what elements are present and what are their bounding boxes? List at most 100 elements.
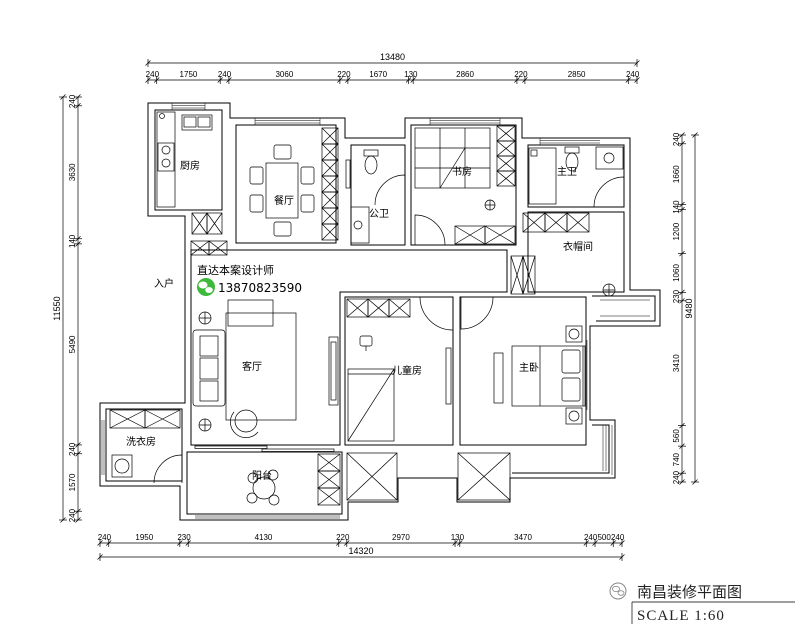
room-label-kitchen: 厨房	[180, 159, 200, 172]
sofa-cushion	[199, 335, 219, 357]
dimension-label: 220	[337, 70, 351, 79]
kitchen-wall-inner	[154, 109, 223, 211]
stove	[157, 142, 175, 172]
room-label-living: 客厅	[242, 360, 262, 373]
dimension-label: 4130	[255, 533, 273, 542]
kids-bed-diagonal	[347, 368, 395, 442]
study-cabinet	[484, 225, 516, 245]
study-bookcase-outline	[496, 170, 516, 187]
washing-machine	[111, 454, 133, 478]
balcony-table	[252, 476, 276, 500]
room-label-kids-room: 儿童房	[392, 364, 422, 377]
nightstand	[565, 325, 583, 343]
dimension-label: 1950	[135, 533, 153, 542]
laundry-wall-inner	[105, 408, 183, 482]
study-wall-inner	[410, 124, 517, 246]
shower-valve	[530, 149, 538, 157]
dimension-label: 240	[68, 94, 77, 108]
laundry-door	[153, 454, 183, 484]
dimension-label: 240	[672, 132, 681, 146]
room-label-laundry: 洗衣房	[126, 435, 156, 448]
wechat-icon	[197, 278, 215, 296]
lamp-icon	[568, 410, 580, 422]
balcony-cabinet	[317, 487, 341, 506]
study-bookcase-cross	[496, 125, 516, 142]
kitchen-cabinet	[206, 212, 223, 235]
sliding-door	[194, 445, 335, 452]
wechat-bubble	[198, 281, 208, 289]
dining-chair	[300, 166, 315, 185]
balcony-cabinet-cross	[317, 470, 341, 489]
dining-cabinet-cross	[321, 127, 339, 145]
side-table-cross	[199, 419, 211, 431]
dimension-label: 140	[68, 234, 77, 248]
dimension-label: 3470	[514, 533, 532, 542]
side-table-cross	[199, 312, 211, 324]
closet-projection-inner	[592, 295, 656, 322]
dimension-total-label: 11550	[52, 296, 62, 320]
dimension-label: 240	[68, 508, 77, 522]
dimension-label: 140	[672, 200, 681, 214]
dimension-label: 2970	[392, 533, 410, 542]
dimension-label: 130	[451, 533, 465, 542]
room-labels: 厨房 餐厅 公卫 书房 主卫 衣帽间 入户 客厅 儿童房 主卧 洗衣房 阳台	[126, 159, 593, 482]
dimension-label: 1670	[369, 70, 387, 79]
lamp-icon	[568, 328, 580, 340]
kids-wardrobe	[388, 298, 411, 318]
kids-tv	[445, 347, 452, 405]
room-label-master-bath: 主卫	[557, 166, 577, 178]
footer-rule	[631, 601, 795, 624]
dining-cabinet-cross	[321, 191, 339, 209]
footer-source: 南昌装修平面图	[637, 583, 742, 601]
guest-bath-door	[374, 174, 406, 206]
hall-cabinet	[522, 255, 536, 295]
kids-wardrobe-cross	[388, 298, 411, 318]
balcony-furniture	[246, 469, 280, 506]
master-bed	[511, 345, 586, 407]
bay-window-box	[457, 452, 511, 501]
armchair-back	[230, 411, 259, 438]
ottoman	[227, 299, 274, 327]
bay-window-box-cross	[457, 452, 511, 501]
dimension-label: 3060	[275, 70, 293, 79]
laundry-cabinet	[144, 409, 181, 429]
kids-wardrobe-outline	[388, 298, 411, 318]
dimension-label: 2850	[568, 70, 586, 79]
balcony-cabinet	[317, 453, 341, 472]
dining-chair	[273, 144, 292, 160]
kids-room-furniture	[347, 335, 452, 442]
balcony-wall-inner	[186, 451, 343, 515]
hall-cabinet-outline	[522, 255, 536, 295]
study-cabinet	[454, 225, 486, 245]
left-total-dimension: 11550	[52, 94, 67, 523]
balcony-cabinet	[317, 470, 341, 489]
kids-room-wall-inner	[344, 296, 454, 446]
walls	[99, 102, 661, 521]
living-rug	[225, 312, 297, 421]
sofa	[192, 329, 226, 407]
dining-cabinet-cross	[321, 159, 339, 177]
dimension-label: 2860	[456, 70, 474, 79]
balcony-chair	[246, 492, 258, 504]
dining-cabinet-cross	[321, 143, 339, 161]
wardrobe	[522, 212, 546, 233]
kids-desk-chair	[359, 335, 373, 347]
footer-logo-bubble	[612, 585, 620, 593]
guest-bath-fixtures	[345, 149, 379, 244]
closet-projection-window	[600, 299, 650, 317]
entry-cabinet-cross	[190, 240, 210, 256]
dining-chair	[249, 194, 264, 213]
wardrobe-cross	[522, 212, 546, 233]
wall-niche	[345, 159, 351, 189]
footer-logo-bubble	[617, 590, 625, 596]
toilet-tank	[564, 146, 580, 154]
kids-wardrobe	[367, 298, 390, 318]
wechat-icon	[609, 582, 627, 600]
balcony-chair	[247, 472, 259, 484]
master-bath-window	[539, 138, 600, 145]
